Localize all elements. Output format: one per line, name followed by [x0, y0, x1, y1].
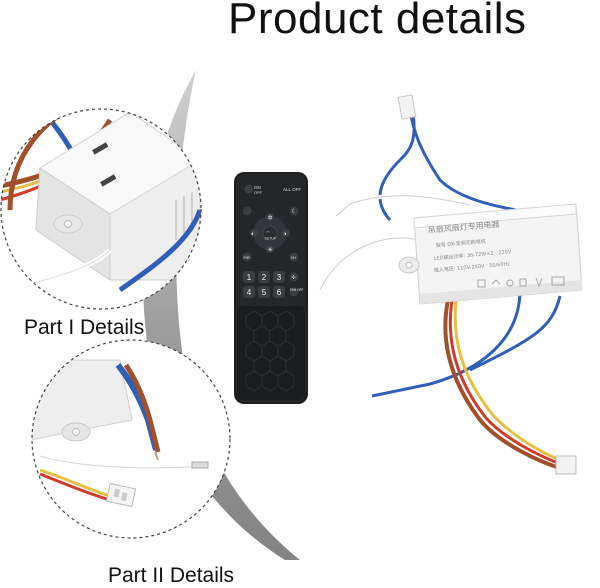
timer-2h-label: 2H: [291, 255, 296, 260]
timer-2h-button[interactable]: [289, 252, 299, 262]
cool-icon: ◐: [251, 232, 255, 238]
power-on-button[interactable]: [244, 184, 254, 194]
fr-label: F/R: [244, 255, 251, 260]
detail-circle-2: [32, 340, 230, 538]
key-2-label: 2: [262, 273, 267, 282]
key-6-label: 6: [277, 288, 282, 297]
key-4[interactable]: [243, 286, 255, 298]
setup-button[interactable]: [262, 225, 278, 241]
key-1[interactable]: [243, 271, 255, 283]
fr-button[interactable]: [242, 252, 252, 262]
caption-part-1: Part I Details: [24, 316, 145, 339]
brightness-up-icon: ✲: [268, 215, 273, 222]
caption-part-2: Part II Details: [108, 564, 235, 587]
setup-label: SETUP: [265, 237, 277, 241]
key-6[interactable]: [273, 286, 285, 298]
off-label: OFF: [254, 190, 263, 195]
fan-speed-button[interactable]: [289, 272, 299, 282]
key-4-label: 4: [247, 288, 252, 297]
key-3[interactable]: [273, 271, 285, 283]
detail-circle-2-border: [31, 339, 231, 539]
key-1-label: 1: [247, 273, 252, 282]
key-3-label: 3: [277, 273, 282, 282]
remote-control: ON OFF ALL OFF ☾ ✲ ✳ ◐ ◑ ◠ SETUP F/R 2H …: [234, 172, 308, 404]
on-label: ON: [254, 185, 261, 190]
key-5-label: 5: [262, 288, 267, 297]
night-button[interactable]: [289, 206, 299, 216]
controller-line-1: 型号 DK-变频无刷电机: [436, 238, 486, 249]
all-off-label: ALL OFF: [283, 187, 301, 192]
moon-icon: ☾: [292, 208, 297, 215]
warm-icon: ◑: [283, 232, 287, 238]
fan-off-label: FAN OFF: [290, 288, 304, 292]
brightness-down-icon: ✳: [268, 247, 273, 254]
certification-icons: [477, 276, 565, 288]
page-title: Product details: [228, 0, 527, 43]
key-2[interactable]: [258, 271, 270, 283]
detail-circle-1-border: [0, 108, 202, 310]
controller-unit: 吊扇风扇灯专用电器 型号 DK-变频无刷电机 LED输出功率: 36-72W×2…: [318, 94, 583, 475]
fan-icon: ✣: [292, 275, 296, 281]
light-button[interactable]: [242, 206, 252, 216]
fan-off-button[interactable]: [289, 287, 299, 297]
wifi-icon: ◠: [266, 230, 270, 235]
key-5[interactable]: [258, 286, 270, 298]
